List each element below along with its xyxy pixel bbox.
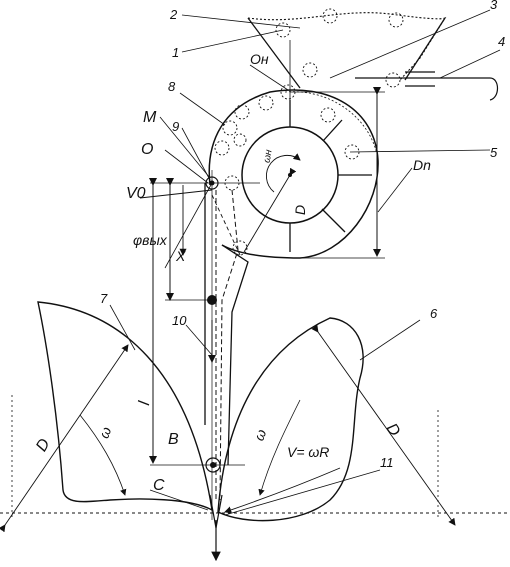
- label-V0: V0: [126, 185, 146, 202]
- label-n11: 11: [380, 455, 394, 470]
- left-diameter-line: [0, 344, 129, 533]
- label-n6: 6: [430, 306, 438, 321]
- c-leader-line: [149, 489, 209, 511]
- seed-tube-right-wall: [221, 244, 249, 466]
- label-X: X: [175, 248, 186, 264]
- hopper-wall: [247, 17, 301, 89]
- label-O: O: [141, 141, 153, 158]
- tube-tip-C: [209, 494, 223, 529]
- label-n4: 4: [498, 34, 505, 49]
- velocity-arrow: [224, 467, 341, 514]
- label-O-h: Oн: [250, 51, 269, 67]
- label-M: M: [143, 109, 157, 126]
- phi-slope-line: [164, 182, 213, 269]
- hopper-right-wall: [404, 17, 446, 81]
- label-n10: 10: [172, 313, 187, 328]
- label-l: l: [136, 400, 153, 407]
- seed-disc-casing: [208, 89, 379, 259]
- label-n5: 5: [490, 145, 498, 160]
- label-phi-out: φвых: [133, 232, 168, 248]
- right-disc-omega-arc: [258, 399, 301, 496]
- label-Dn: Dn: [413, 157, 431, 173]
- label-V-formula: V= ωR: [287, 444, 329, 460]
- label-n8: 8: [168, 79, 176, 94]
- label-n2: 2: [169, 7, 178, 22]
- disc-radius-line: [243, 167, 297, 253]
- label-omega-left: ω: [96, 425, 115, 441]
- seed-hopper: [247, 12, 447, 81]
- label-C: C: [153, 477, 165, 494]
- callout-leaders: [109, 9, 501, 516]
- opener-disc-left: [37, 301, 213, 512]
- label-omega-right: ω: [250, 427, 269, 443]
- label-D-inner: D: [292, 205, 308, 215]
- label-n9: 9: [172, 119, 179, 134]
- label-n3: 3: [490, 0, 498, 12]
- label-D-left: D: [33, 436, 54, 455]
- disc-spokes: [289, 100, 372, 252]
- seed-trajectory-2: [219, 189, 239, 501]
- label-B: B: [168, 431, 179, 448]
- v0-vector: [139, 189, 213, 199]
- label-omega-h: ωн: [262, 148, 275, 163]
- agitator-rod: [355, 77, 499, 101]
- right-diameter-line: [311, 324, 456, 526]
- hopper-seeds: [214, 8, 404, 256]
- disc-rotation-arrow: [265, 153, 301, 193]
- label-n1: 1: [172, 45, 179, 60]
- label-n7: 7: [100, 291, 108, 306]
